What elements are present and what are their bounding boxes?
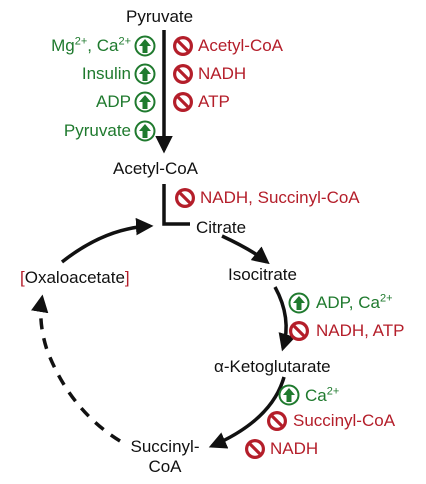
pdh-inhibitor-nadh: NADH — [198, 64, 247, 83]
prohibition-icon — [245, 439, 265, 459]
up-arrow-circle-icon — [134, 120, 156, 142]
akgdh-activators: Ca2+ — [305, 385, 340, 405]
up-arrow-circle-icon — [134, 63, 156, 85]
pdh-inhibitor-acetyl-coa: Acetyl-CoA — [198, 36, 284, 55]
idh-inhibitors: NADH, ATP — [316, 321, 405, 340]
prohibition-icon — [173, 64, 193, 84]
akg-to-succinylcoa-arrow — [208, 376, 286, 449]
oxaloacetate-node: [Oxaloacetate] — [20, 268, 130, 288]
succinylcoa-to-oxaloacetate-dashed-arrow — [31, 294, 121, 443]
succinyl-coa-line1: Succinyl- — [130, 437, 200, 456]
succinyl-coa-line2: CoA — [148, 457, 182, 476]
prohibition-icon — [173, 92, 193, 112]
alpha-ketoglutarate-node: α-Ketoglutarate — [214, 357, 331, 376]
up-arrow-circle-icon — [134, 35, 156, 57]
akgdh-inhibitor-succinyl-coa: Succinyl-CoA — [293, 411, 396, 430]
acetylcoa-to-citrate-line — [162, 184, 190, 226]
oxaloacetate-bracket-left: [ — [20, 268, 25, 287]
pdh-activator-mg-ca: Mg2+, Ca2+ — [51, 35, 131, 55]
acetyl-coa-node: Acetyl-CoA — [113, 159, 199, 178]
oxaloacetate-to-citrate-arrow — [60, 217, 154, 264]
citrate-to-isocitrate-arrow — [221, 234, 270, 265]
pdh-inhibitor-atp: ATP — [198, 92, 230, 111]
up-arrow-circle-icon — [278, 384, 300, 406]
prohibition-icon — [175, 188, 195, 208]
up-arrow-circle-icon — [288, 292, 310, 314]
up-arrow-circle-icon — [134, 91, 156, 113]
isocitrate-node: Isocitrate — [228, 265, 297, 284]
oxaloacetate-label: Oxaloacetate — [24, 268, 125, 287]
pyruvate-node: Pyruvate — [126, 7, 194, 26]
prohibition-icon — [267, 411, 287, 431]
succinyl-coa-node: Succinyl- CoA — [124, 437, 206, 477]
prohibition-icon — [289, 321, 309, 341]
idh-activators: ADP, Ca2+ — [316, 292, 393, 312]
pdh-activator-insulin: Insulin — [81, 64, 131, 83]
pdh-activator-pyruvate: Pyruvate — [63, 121, 131, 140]
oxaloacetate-bracket-right: ] — [124, 268, 130, 287]
citrate-node: Citrate — [196, 218, 247, 237]
citrate-synthase-inhibitors: NADH, Succinyl-CoA — [200, 188, 360, 207]
isocitrate-to-akg-arrow — [273, 286, 296, 352]
prohibition-icon — [173, 36, 193, 56]
akgdh-inhibitor-nadh: NADH — [270, 439, 319, 458]
pdh-activator-adp: ADP — [96, 92, 131, 111]
